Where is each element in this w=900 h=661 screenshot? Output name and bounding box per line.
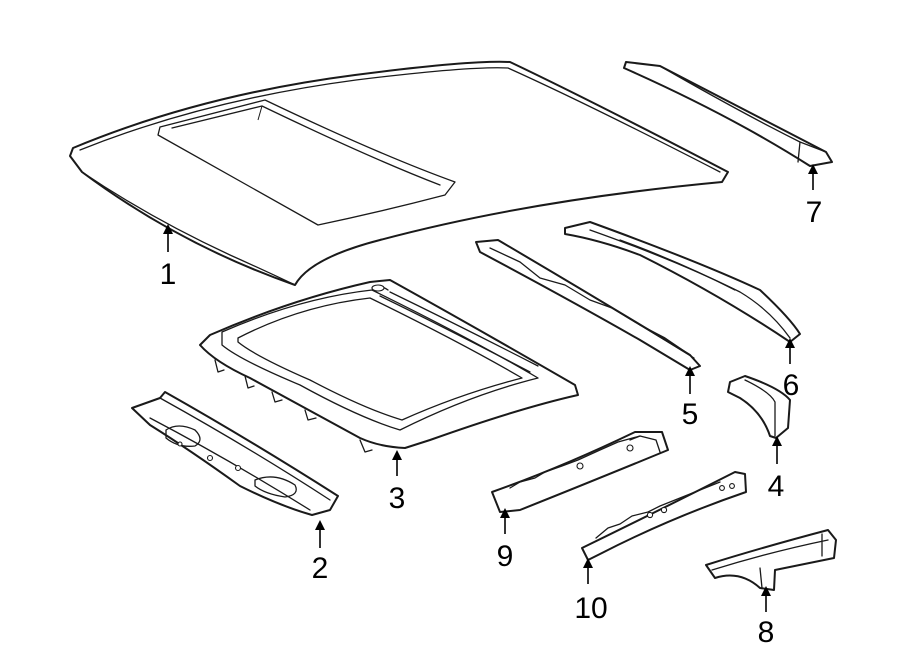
sunroof-frame[interactable]	[199, 279, 579, 453]
callout-arrows	[163, 164, 818, 612]
callout-10: 10	[574, 592, 607, 625]
roof-bow-rear[interactable]	[581, 471, 747, 561]
callout-6: 6	[783, 369, 800, 402]
roof-panel[interactable]	[69, 60, 729, 286]
callout-2: 2	[312, 552, 329, 585]
callout-7: 7	[806, 196, 823, 229]
front-roof-header[interactable]	[131, 391, 339, 516]
callout-3: 3	[389, 482, 406, 515]
roof-side-rail-inner[interactable]	[475, 239, 701, 371]
callout-8: 8	[758, 616, 775, 649]
rear-roof-header[interactable]	[705, 529, 837, 591]
roof-side-rail-outer[interactable]	[564, 221, 801, 343]
callout-4: 4	[768, 470, 785, 503]
callout-5: 5	[682, 398, 699, 431]
callout-9: 9	[497, 540, 514, 573]
pillar-bracket[interactable]	[727, 375, 791, 439]
rear-roof-rail[interactable]	[623, 61, 833, 167]
callout-1: 1	[160, 258, 177, 291]
roof-bow-front[interactable]	[491, 431, 669, 513]
